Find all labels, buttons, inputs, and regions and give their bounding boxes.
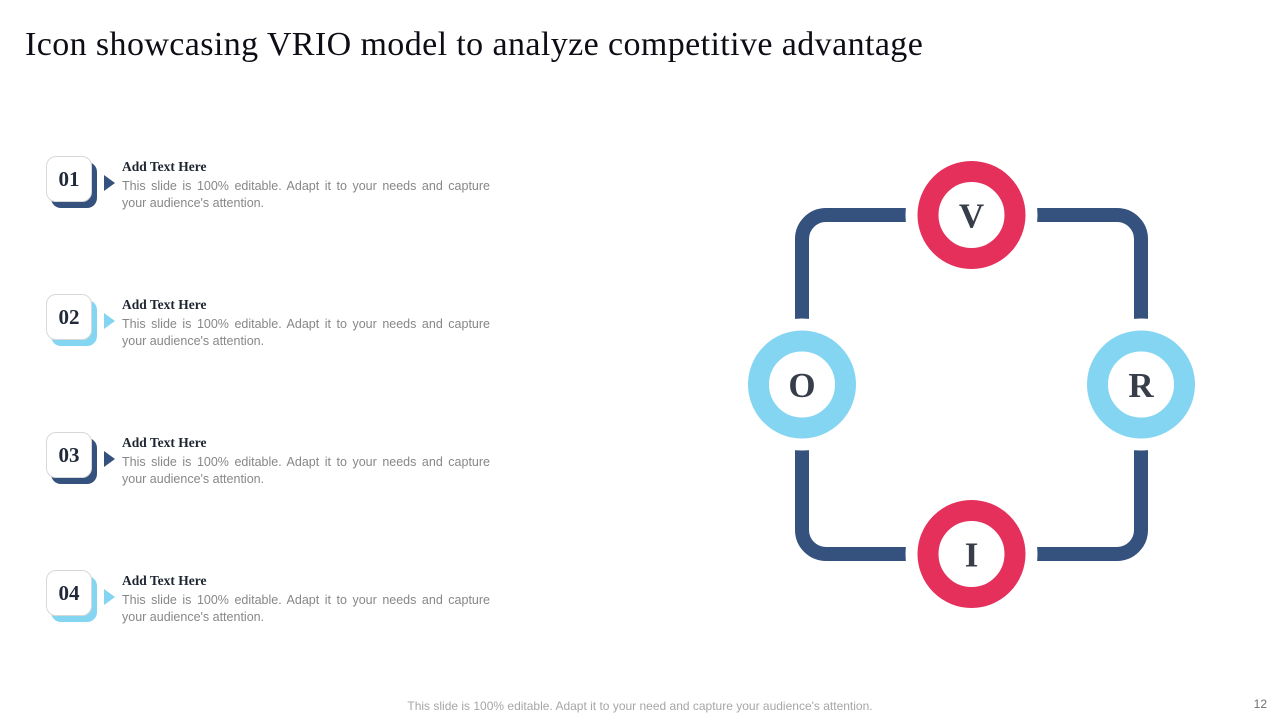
page-title: Icon showcasing VRIO model to analyze co…: [25, 26, 924, 63]
arrow-right-icon: [104, 175, 115, 191]
arrow-right-icon: [104, 589, 115, 605]
footer-note: This slide is 100% editable. Adapt it to…: [407, 699, 873, 713]
item-number-box: 04: [46, 568, 98, 622]
vrio-node-O-ring: [748, 330, 856, 439]
item-heading: Add Text Here: [122, 573, 207, 588]
vrio-diagram: V R I O: [740, 150, 1207, 620]
item-number-box: 03: [46, 430, 98, 484]
item-heading: Add Text Here: [122, 159, 207, 174]
list-item: 02 Add Text Here This slide is 100% edit…: [46, 292, 498, 364]
item-body: This slide is 100% editable. Adapt it to…: [122, 455, 490, 486]
vrio-node-V-ring: [917, 161, 1026, 269]
page-number: 12: [1253, 697, 1267, 711]
vrio-node-O-label: O: [788, 366, 815, 405]
vrio-node-I-label: I: [965, 536, 979, 575]
item-number: 02: [58, 304, 80, 329]
item-heading: Add Text Here: [122, 297, 207, 312]
list-item: 03 Add Text Here This slide is 100% edit…: [46, 430, 498, 502]
list-item: 01 Add Text Here This slide is 100% edit…: [46, 154, 498, 226]
item-body: This slide is 100% editable. Adapt it to…: [122, 317, 490, 348]
vrio-node-R-label: R: [1128, 366, 1154, 405]
item-number: 04: [58, 580, 80, 605]
item-number: 01: [58, 166, 80, 191]
vrio-node-V-label: V: [959, 197, 984, 236]
item-number-box: 02: [46, 292, 98, 346]
item-body: This slide is 100% editable. Adapt it to…: [122, 593, 490, 624]
vrio-node-I-ring: [917, 500, 1026, 608]
arrow-right-icon: [104, 451, 115, 467]
list-item: 04 Add Text Here This slide is 100% edit…: [46, 568, 498, 640]
item-number-box: 01: [46, 154, 98, 208]
item-heading: Add Text Here: [122, 435, 207, 450]
arrow-right-icon: [104, 313, 115, 329]
item-number: 03: [58, 442, 80, 467]
vrio-node-R-ring: [1087, 330, 1195, 439]
item-body: This slide is 100% editable. Adapt it to…: [122, 179, 490, 210]
